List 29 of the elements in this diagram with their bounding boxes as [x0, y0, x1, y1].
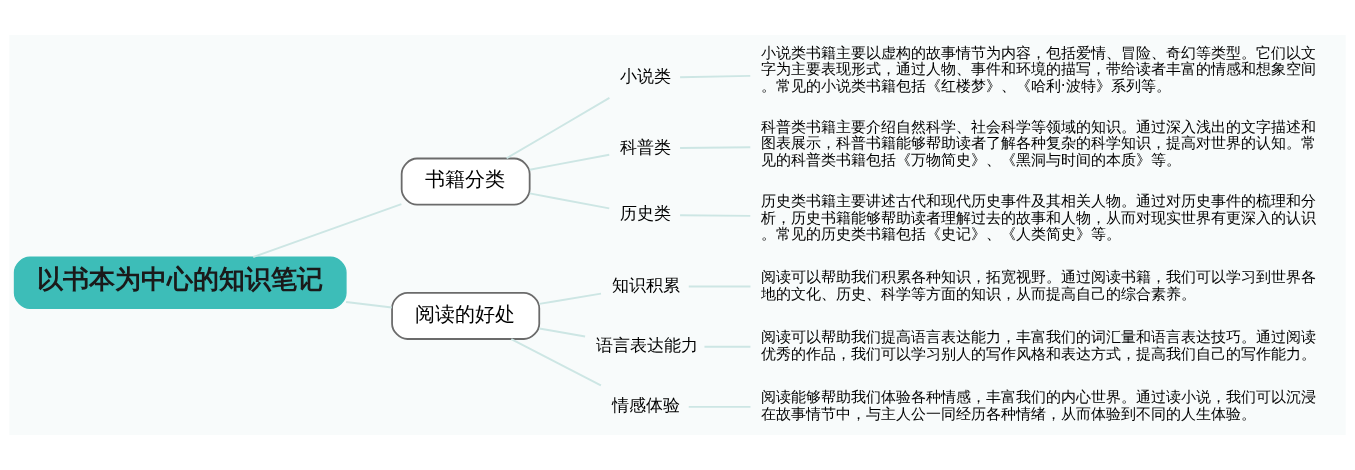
connector — [345, 301, 393, 309]
connector — [703, 345, 752, 348]
connector — [528, 153, 611, 171]
connector — [679, 214, 752, 217]
connector — [687, 285, 752, 288]
connector — [252, 203, 403, 258]
node-text: 阅读可以帮助我们积累各种知识，拓宽视野。通过阅读书籍，我们可以学习到世界各地的文化、历史、科学等方面的知识，从而提高自己的综合素养。 — [760, 268, 1316, 303]
node-text: 阅读能够帮助我们体验各种情感，丰富我们的内心世界。通过读小说，我们可以沉浸在故事情节中，与主人公一同经历各种情绪，从而体验到不同的人生体验。 — [760, 388, 1316, 424]
node-text: 科普类书籍主要介绍自然科学、社会科学等领域的知识。通过深入浅出的文字描述和图表展示，科普书籍能够帮助读者了解各种复杂的科学知识，提高对世界的认知。常见的科普类书籍包括《万物简史》、《黑洞与时间的本质》等。 — [760, 117, 1316, 170]
connector — [687, 405, 752, 408]
node-text: 小说类书籍主要以虚构的故事情节为内容，包括爱情、冒险、奇幻等类型。它们以文字为主要表现形式，通过人物、事件和环境的描写，带给读者丰富的情感和想象空间。常见的小说类书籍包括《红楼梦》、《哈利·波特》系列等。 — [760, 43, 1316, 95]
node-text: 知识积累 — [611, 275, 680, 295]
node-text: 阅读可以帮助我们提高语言表达能力，丰富我们的词汇量和语言表达技巧。通过阅读优秀的作品，我们可以学习别人的写作风格和表达方式，提高我们自己的写作能力。 — [760, 328, 1316, 363]
connector — [679, 74, 752, 79]
connector — [528, 192, 611, 210]
node-box: 书籍分类 — [400, 157, 531, 206]
node-text: 情感体验 — [611, 396, 680, 416]
node-text: 历史类 — [619, 204, 671, 224]
node-text: 小说类 — [619, 67, 671, 87]
node-box: 阅读的好处 — [391, 292, 541, 340]
connector — [538, 292, 602, 305]
connector — [505, 96, 611, 160]
connector — [510, 338, 602, 387]
connector — [538, 327, 587, 338]
node-text: 语言表达能力 — [595, 336, 698, 356]
node-box: 以书本为中心的知识笔记 — [13, 256, 347, 309]
connector — [679, 146, 752, 149]
node-text: 历史类书籍主要讲述古代和现代历史事件及其相关人物。通过对历史事件的梳理和分析，历史书籍能够帮助读者理解过去的故事和人物，从而对现实世界有更深入的认识。常见的历史类书籍包括《史记》、《人类简史》等。 — [760, 192, 1316, 244]
node-text: 科普类 — [619, 137, 671, 157]
